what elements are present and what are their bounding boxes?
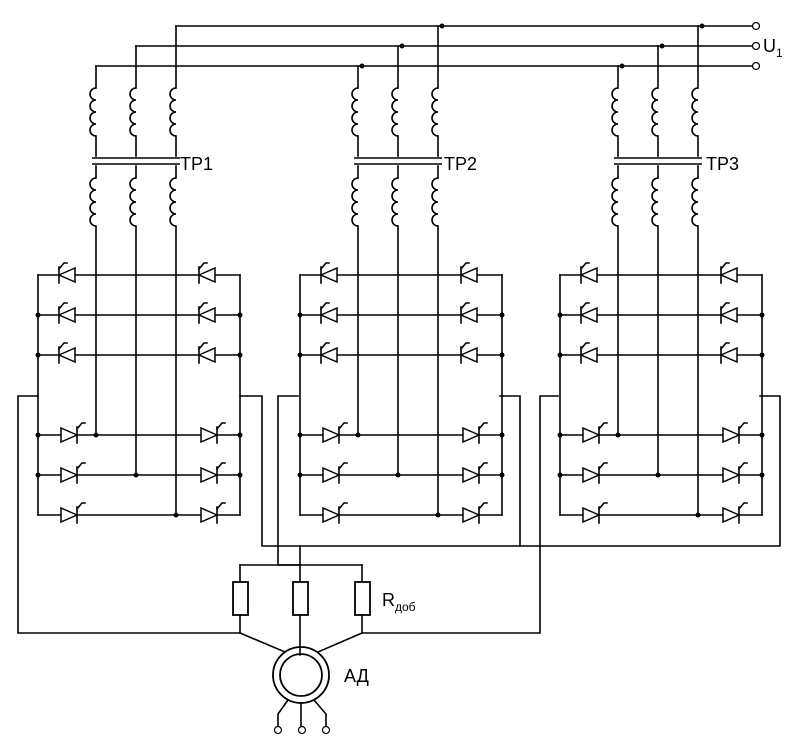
supply-bus: [95, 21, 761, 71]
induction-motor: [272, 646, 331, 735]
supply-voltage-label: U1: [763, 36, 783, 60]
resistor-label: Rдоб: [382, 590, 416, 614]
additional-resistors: [232, 564, 371, 656]
transformer-label-tp2: TP2: [444, 154, 477, 174]
converter-unit-3: [557, 25, 765, 524]
motor-label: АД: [344, 666, 369, 686]
converter-unit-2: [297, 25, 505, 524]
transformer-label-tp3: TP3: [706, 154, 739, 174]
transformer-label-tp1: TP1: [180, 154, 213, 174]
converter-unit-1: [35, 25, 243, 524]
output-wiring: [17, 395, 781, 634]
